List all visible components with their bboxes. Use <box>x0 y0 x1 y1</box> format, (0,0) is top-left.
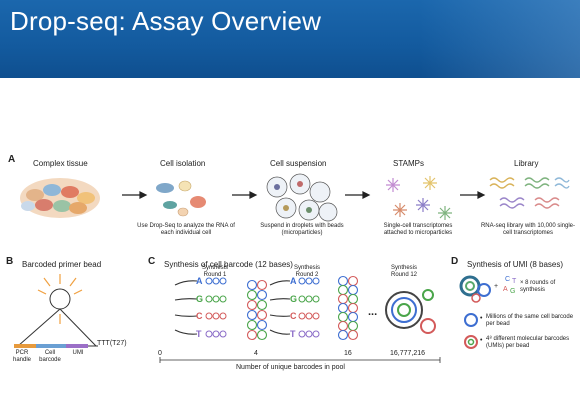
base-a-round1: A <box>196 276 203 286</box>
barcode-synthesis-illustration <box>159 275 441 363</box>
figure-graphics <box>14 173 570 363</box>
slide-title: Drop-seq: Assay Overview <box>10 6 322 36</box>
umi-synthesis-illustration <box>459 275 491 349</box>
base-g-round1: G <box>196 294 204 304</box>
segment-cell-barcode: Cell barcode <box>39 350 61 363</box>
step-label-library: Library <box>514 159 539 168</box>
base-g-round2: G <box>290 294 298 304</box>
droplets-illustration <box>266 173 338 222</box>
step-caption-cell-isolation: Use Drop-Seq to analyze the RNA of each … <box>137 223 235 236</box>
barcode-count-0: 0 <box>158 350 162 357</box>
step-caption-stamps: Single-cell transcriptomes attached to m… <box>383 223 453 236</box>
bullet-dot-2: • <box>480 337 483 344</box>
synthesis-round-1: Synthesis Round 1 <box>201 265 228 278</box>
panel-c-title: Synthesis of cell barcode (12 bases) <box>164 260 293 269</box>
complex-tissue-illustration <box>20 178 100 218</box>
process-arrows <box>122 191 486 199</box>
umi-base-a: A <box>503 286 508 293</box>
step-caption-library: RNA-seq library with 10,000 single-cell … <box>480 223 576 236</box>
base-a-round2: A <box>290 276 297 286</box>
barcode-count-16: 16 <box>344 350 352 357</box>
step-label-cell-suspension: Cell suspension <box>270 159 327 168</box>
isolated-cells-illustration <box>156 180 206 217</box>
step-caption-cell-suspension: Suspend in droplets with beads (micropar… <box>260 223 344 236</box>
barcoded-bead-illustration <box>14 274 98 348</box>
panel-b-title: Barcoded primer bead <box>22 260 102 269</box>
segment-umi: UMI <box>72 350 84 356</box>
synthesis-round-12: Synthesis Round 12 <box>390 265 418 278</box>
base-pool-dots <box>205 277 320 338</box>
banner-highlight <box>420 0 580 78</box>
umi-base-t: T <box>512 278 517 285</box>
synthesis-round-2: Synthesis Round 2 <box>293 265 320 278</box>
barcode-count-final: 16,777,216 <box>390 350 426 357</box>
umi-plus: + <box>494 283 499 290</box>
panel-b-letter: B <box>6 256 14 267</box>
umi-base-c: C <box>505 276 511 283</box>
panel-d-letter: D <box>451 256 459 267</box>
base-t-round2: T <box>290 329 296 339</box>
base-c-round1: C <box>196 311 203 321</box>
figure: A Complex tissue Cell isolation Cell sus… <box>0 150 580 407</box>
barcode-axis-label: Number of unique barcodes in pool <box>236 364 345 371</box>
umi-bullet-2: 4⁸ different molecular barcodes (UMIs) p… <box>486 336 570 349</box>
step-label-complex-tissue: Complex tissue <box>33 159 88 168</box>
bullet-dot-1: • <box>480 315 483 322</box>
umi-bullet-1: Millions of the same cell barcode per be… <box>486 314 574 327</box>
panel-c-letter: C <box>148 256 156 267</box>
base-c-round2: C <box>290 311 297 321</box>
segment-pcr-handle: PCR handle <box>12 350 32 363</box>
step-label-cell-isolation: Cell isolation <box>160 159 206 168</box>
panel-d-title: Synthesis of UMI (8 bases) <box>467 260 564 269</box>
polyt-tail: TTT(T27) <box>97 340 127 347</box>
base-t-round1: T <box>196 329 202 339</box>
umi-rounds: × 8 rounds of synthesis <box>520 280 556 293</box>
title-banner: Drop-seq: Assay Overview <box>0 0 580 78</box>
barcode-count-4: 4 <box>254 350 258 357</box>
stamps-illustration <box>386 176 452 220</box>
round-ellipsis: ... <box>368 306 378 318</box>
library-illustration <box>489 177 570 209</box>
panel-a-letter: A <box>8 154 16 165</box>
umi-base-g: G <box>510 288 516 295</box>
step-label-stamps: STAMPs <box>393 159 424 168</box>
